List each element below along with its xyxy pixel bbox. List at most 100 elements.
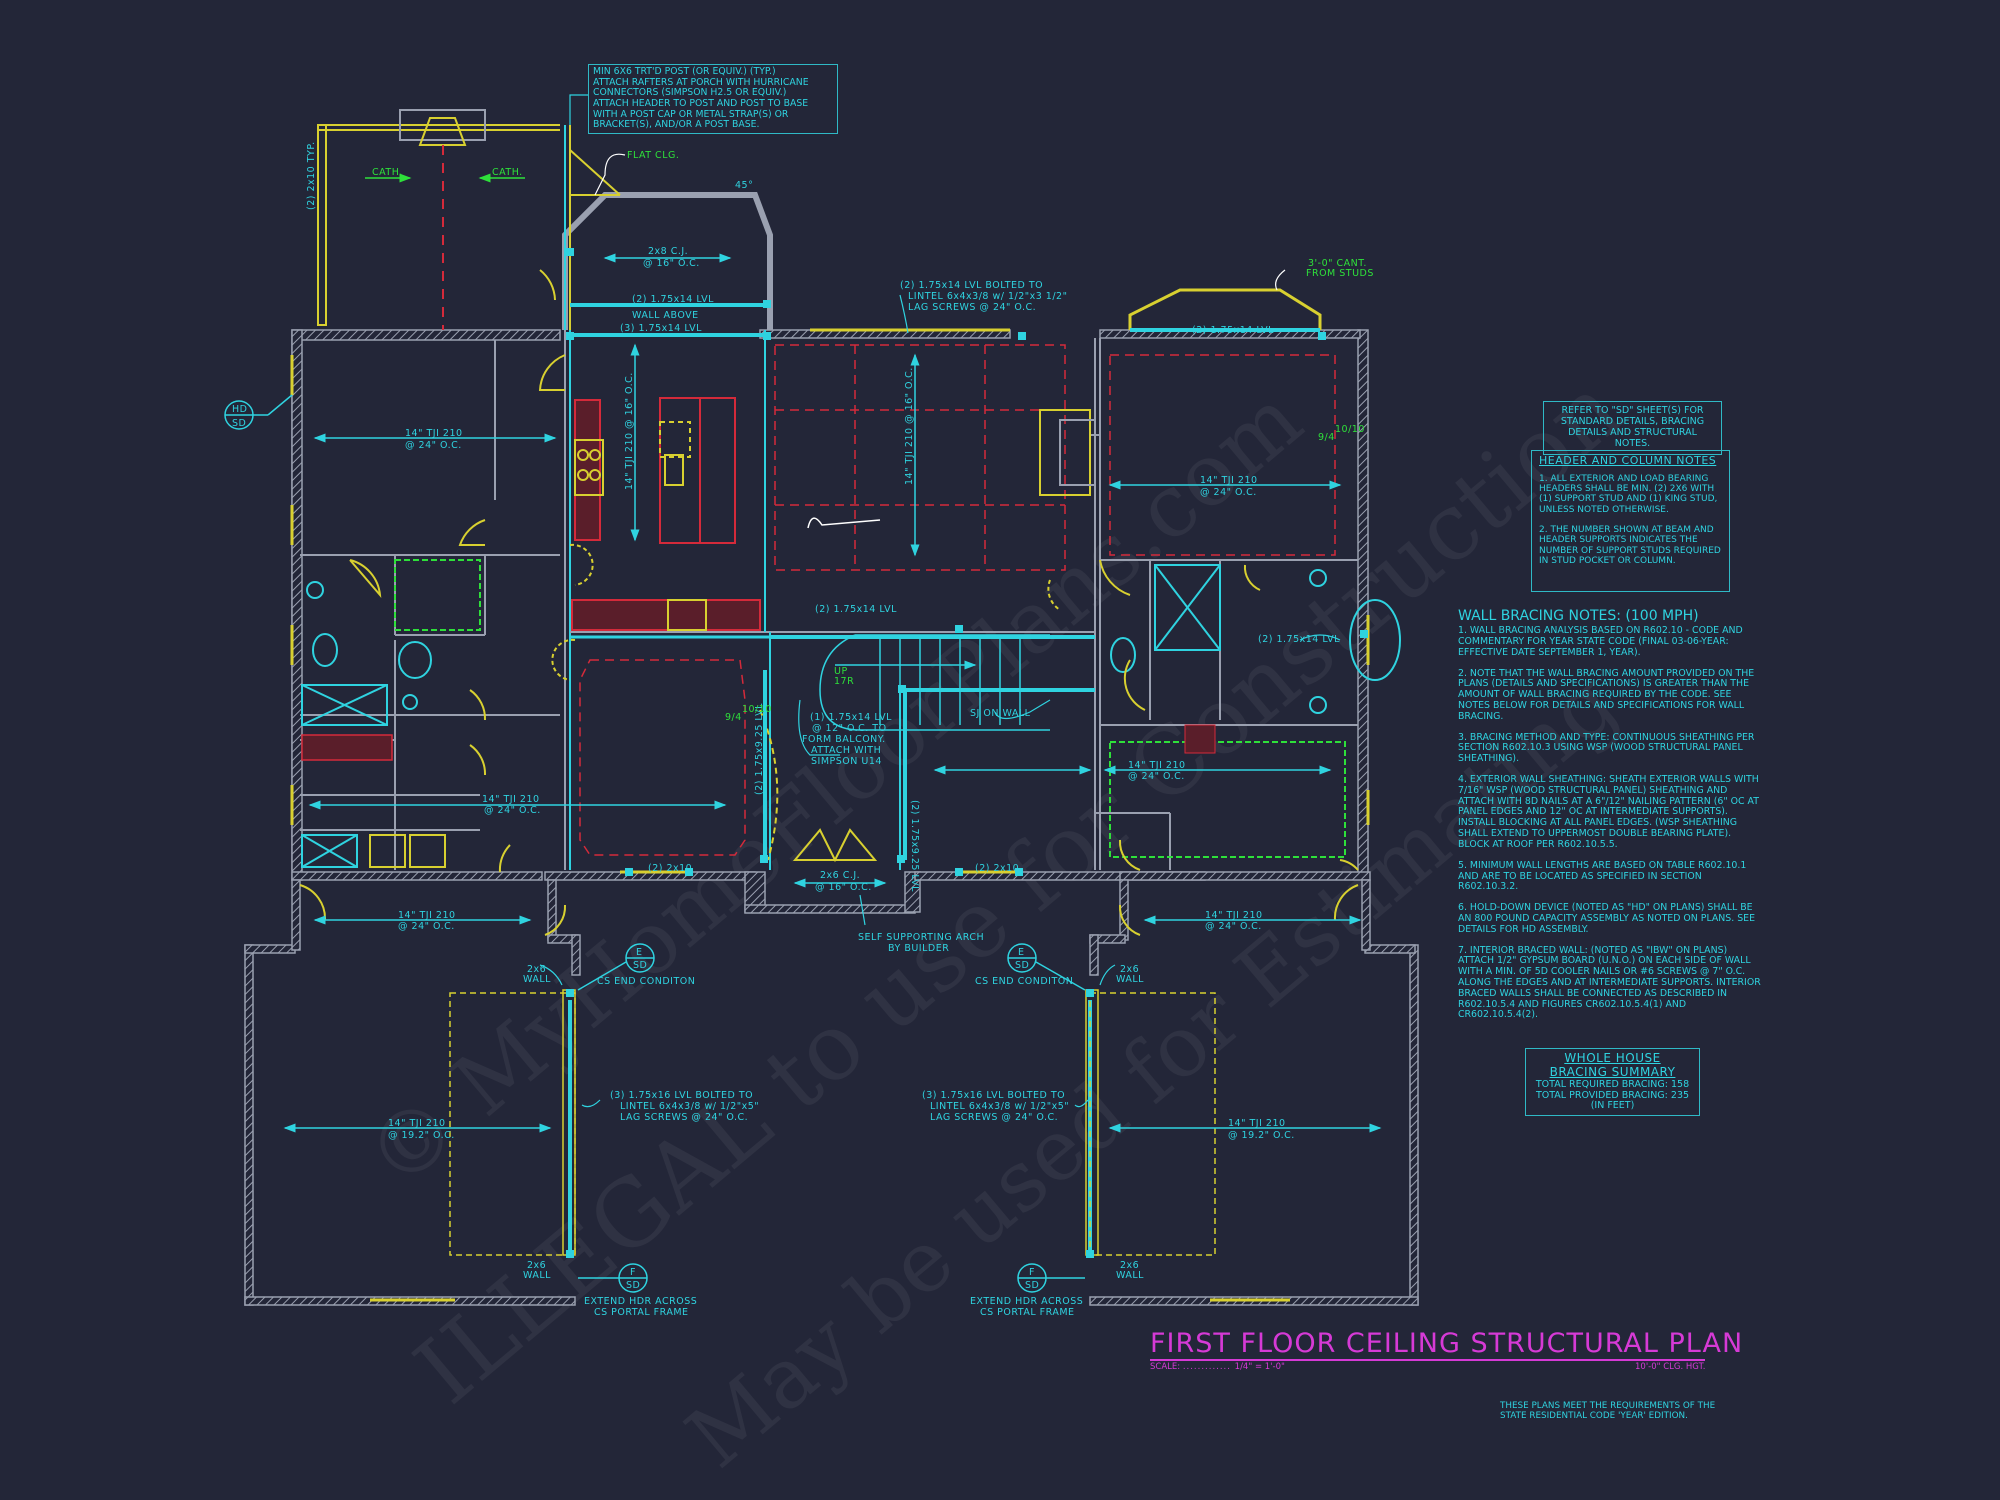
balcony-3: FORM BALCONY. (802, 734, 886, 745)
wall-bracing-item: 5. MINIMUM WALL LENGTHS ARE BASED ON TAB… (1458, 859, 1747, 893)
garage (449, 989, 1216, 1256)
ceiling-height: 10'-0" CLG. HGT. (1635, 1362, 1706, 1372)
wall-bracing-item: 4. EXTERIOR WALL SHEATHING: SHEATH EXTER… (1458, 774, 1759, 850)
detail-f-left-bottom: SD (626, 1280, 640, 1291)
wall-2x6-r2-a: 2x6 (1120, 1260, 1139, 1271)
provided-value: 235 (1670, 1089, 1690, 1101)
joist-garage-r-1: 14" TJI 210 (1228, 1118, 1286, 1129)
wall-2x6-l2-a: 2x6 (527, 1260, 546, 1271)
garage-lvl-left-3: LAG SCREWS @ 24" O.C. (620, 1112, 748, 1123)
joist-garage-l-1: 14" TJI 210 (388, 1118, 446, 1129)
label-cant-1: 3'-0" CANT. (1308, 258, 1367, 269)
label-cant-2: FROM STUDS (1306, 268, 1374, 279)
porch-note-line: CONNECTORS (SIMPSON H2.5 OR EQUIV.) (593, 87, 787, 99)
provided-label: TOTAL PROVIDED BRACING: (1535, 1089, 1668, 1101)
label-bolted-3: LAG SCREWS @ 24" O.C. (908, 302, 1036, 313)
label-bolted-1: (2) 1.75x14 LVL BOLTED TO (900, 280, 1043, 291)
shelving-right (1184, 724, 1216, 754)
foyer-cj-1: 2x6 C.J. (820, 870, 860, 881)
joist-garage-rt-2: @ 24" O.C. (1205, 921, 1262, 932)
joist-left-2: @ 24" O.C. (405, 440, 462, 451)
joist-master-1: 14" TJI 210 (1200, 475, 1258, 486)
joist-garage-lt-1: 14" TJI 210 (398, 910, 456, 921)
porch-note-line: ATTACH RAFTERS AT PORCH WITH HURRICANE (593, 76, 809, 88)
joist-garage-l-2: @ 19.2" O.C. (388, 1130, 455, 1141)
detail-f-right-bottom: SD (1025, 1280, 1039, 1291)
code-compliance: THESE PLANS MEET THE REQUIREMENTS OF THE… (1500, 1401, 1716, 1422)
joist-bath-1: 14" TJI 210 (1128, 760, 1186, 771)
label-lvl-3: (3) 1.75x14 LVL (620, 323, 702, 334)
required-bracing: TOTAL REQUIRED BRACING: 158 (1530, 1078, 1695, 1091)
joist-garage-r-2: @ 19.2" O.C. (1228, 1130, 1295, 1141)
left-baths (301, 581, 432, 868)
provided-bracing: TOTAL PROVIDED BRACING: 235 (1530, 1089, 1695, 1102)
detail-f-right-top: F (1029, 1267, 1035, 1278)
label-wall-above: WALL ABOVE (632, 310, 699, 321)
scale-value: 1/4" = 1'-0" (1234, 1362, 1285, 1372)
joist-left-1: 14" TJI 210 (405, 428, 463, 439)
stair-lvl: (2) 1.75x14 LVL (815, 604, 897, 615)
hd-bottom: SD (232, 418, 246, 429)
wall-bracing-item: 2. NOTE THAT THE WALL BRACING AMOUNT PRO… (1458, 667, 1755, 722)
arch-2: BY BUILDER (888, 943, 949, 954)
detail-f-left-top: F (630, 1267, 636, 1278)
bracing-summary-title-1: WHOLE HOUSE (1564, 1051, 1661, 1065)
label-master-lvl: (2) 1.75x14 LVL (1192, 325, 1274, 336)
detail-e-left-top: E (636, 947, 643, 958)
closet-left (394, 559, 481, 631)
refer-sd-text: REFER TO "SD" SHEET(S) FOR STANDARD DETA… (1560, 405, 1705, 449)
balcony-2: @ 12" O.C. TO (812, 723, 887, 734)
porch-note-line: BRACKET(S), AND/OR A POST BASE. (593, 119, 760, 131)
garage-lvl-right-2: LINTEL 6x4x3/8 w/ 1/2"x5" (930, 1101, 1069, 1112)
porch-note-line: ATTACH HEADER TO POST AND POST TO BASE (593, 98, 809, 110)
wall-2x6-r1-b: WALL (1116, 974, 1144, 985)
wall-bracing-item: 7. INTERIOR BRACED WALL: (NOTED AS "IBW"… (1458, 944, 1761, 1021)
hd-top: HD (232, 404, 247, 415)
windows (290, 328, 1370, 1302)
required-label: TOTAL REQUIRED BRACING: (1535, 1078, 1668, 1090)
interior-walls (300, 330, 1358, 870)
label-flat-clg: FLAT CLG. (627, 150, 679, 161)
detail-e-right-top: E (1018, 947, 1025, 958)
refer-sd-note: REFER TO "SD" SHEET(S) FOR STANDARD DETA… (1543, 401, 1722, 455)
label-bolted-2: LINTEL 6x4x3/8 w/ 1/2"x3 1/2" (908, 291, 1067, 302)
extend-hdr-right-2: CS PORTAL FRAME (980, 1307, 1075, 1318)
joist-bath-2: @ 24" O.C. (1128, 771, 1185, 782)
shelving-left (301, 734, 393, 761)
wall-2x6-l2-b: WALL (523, 1270, 551, 1281)
dining-lvl: (2) 1.75x9.25 LVL (754, 703, 765, 795)
wall-bracing-item: 6. HOLD-DOWN DEVICE (NOTED AS "HD" ON PL… (1458, 902, 1756, 935)
joist-master-2: @ 24" O.C. (1200, 487, 1257, 498)
post-mark-left-1: 9/4 (725, 712, 742, 723)
foyer-cj-2: @ 16" O.C. (815, 882, 872, 893)
joist-mid-left-2: @ 24" O.C. (484, 805, 541, 816)
garage-lvl-left-1: (3) 1.75x16 LVL BOLTED TO (610, 1090, 753, 1101)
label-angle: 45° (735, 180, 753, 191)
ceiling-curve (807, 517, 881, 529)
post-mark-right-1: 9/4 (1318, 432, 1335, 443)
garage-lvl-left-2: LINTEL 6x4x3/8 w/ 1/2"x5" (620, 1101, 759, 1112)
joist-mid-left-1: 14" TJI 210 (482, 794, 540, 805)
wall-2x6-l1-a: 2x6 (527, 964, 546, 975)
bracing-units: (IN FEET) (1590, 1100, 1635, 1112)
wall-bracing-title: WALL BRACING NOTES: (100 MPH) (1458, 608, 1699, 624)
header-column-item: 1. ALL EXTERIOR AND LOAD BEARING HEADERS… (1539, 473, 1718, 515)
joist-kitchen: 14" TJI 210 @ 16" O.C. (624, 372, 635, 490)
bath-lvl: (2) 1.75x14 LVL (1258, 634, 1340, 645)
joist-great: 14" TJI 210 @ 16" O.C. (904, 367, 915, 485)
label-bay-cj-1: 2x8 C.J. (648, 246, 688, 257)
wall-2x6-r2-b: WALL (1116, 1270, 1144, 1281)
detail-e-left-bottom: SD (633, 960, 647, 971)
up-label-2: 17R (834, 676, 854, 687)
balcony-5: SIMPSON U14 (811, 756, 882, 767)
header-column-notes: HEADER AND COLUMN NOTES 1. ALL EXTERIOR … (1531, 450, 1730, 592)
fireplace (1039, 409, 1096, 496)
cs-end-left: CS END CONDITON (597, 976, 695, 987)
title-underline (1150, 1359, 1705, 1361)
up-label-1: UP (834, 666, 848, 677)
wall-bracing-notes: WALL BRACING NOTES: (100 MPH) 1. WALL BR… (1458, 608, 1763, 1031)
label-porch-beam: (2) 2x10 TYP. (306, 141, 317, 210)
label-lvl-2: (2) 1.75x14 LVL (632, 294, 714, 305)
wall-bracing-item: 3. BRACING METHOD AND TYPE: CONTINUOUS S… (1458, 731, 1755, 765)
